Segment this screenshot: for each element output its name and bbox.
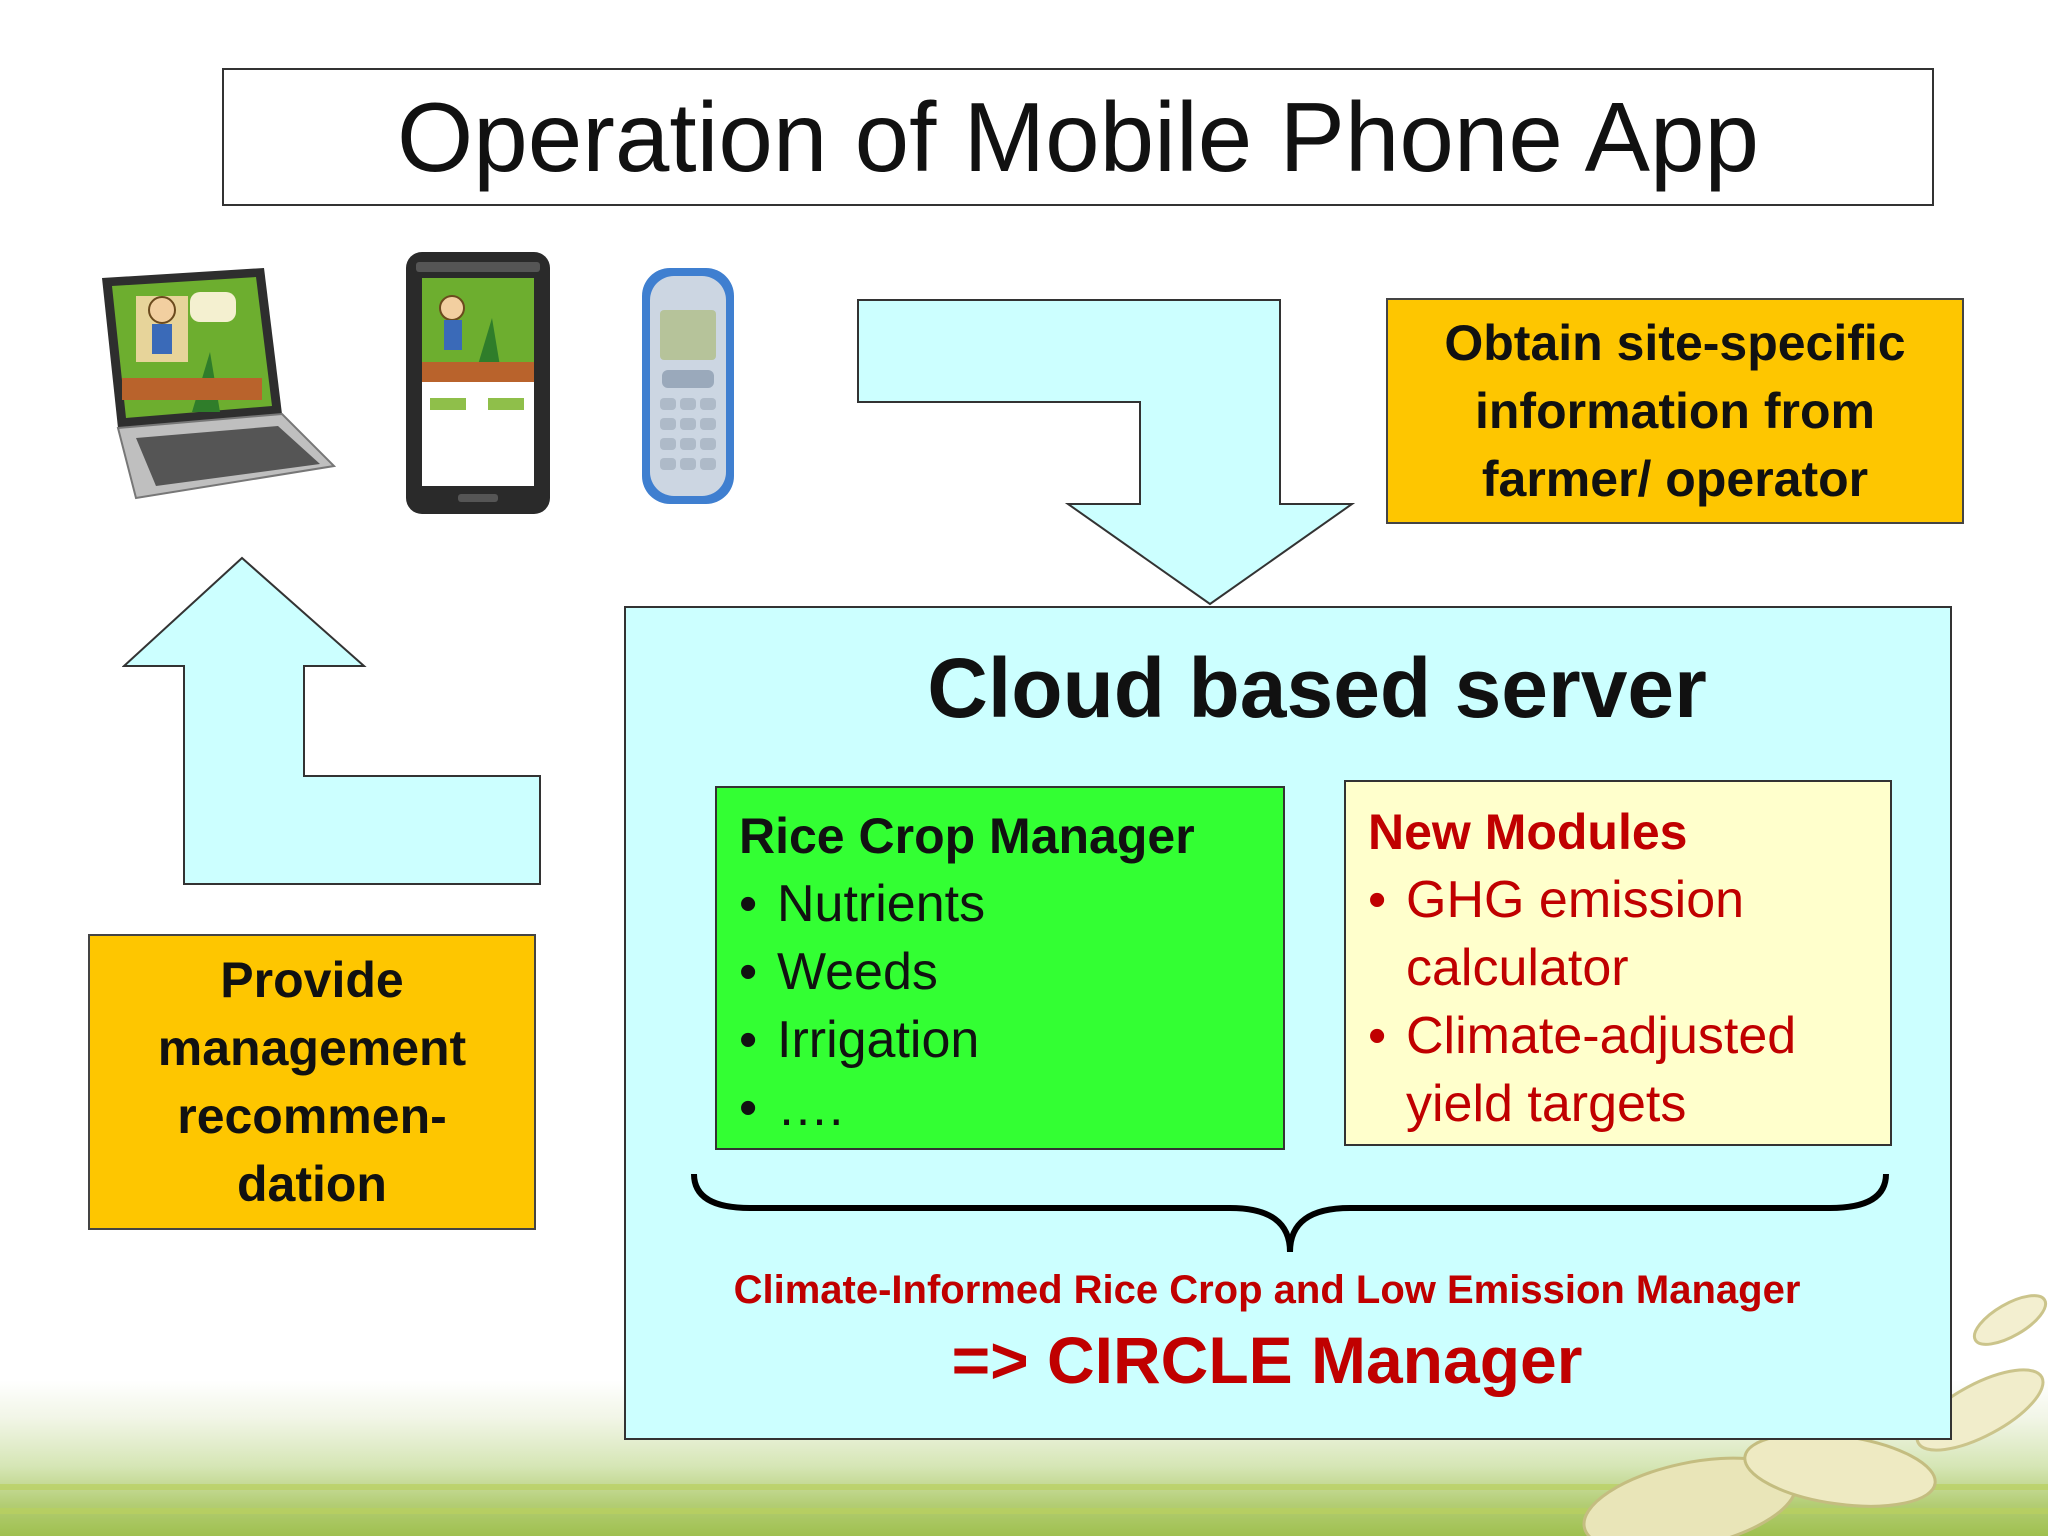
- obtain-line: information from: [1475, 383, 1875, 439]
- arrow-down-to-cloud: [857, 299, 1356, 606]
- list-item: Nutrients: [739, 870, 1283, 938]
- list-item: ….: [739, 1074, 1283, 1142]
- rice-crop-manager-box: Rice Crop Manager Nutrients Weeds Irriga…: [715, 786, 1285, 1150]
- title-box: Operation of Mobile Phone App: [222, 68, 1934, 206]
- provide-line: recommen-: [177, 1088, 447, 1144]
- list-item: Weeds: [739, 938, 1283, 1006]
- cloud-server-title: Cloud based server: [927, 641, 1707, 735]
- provide-line: Provide: [220, 952, 404, 1008]
- arrow-up-to-devices: [122, 556, 541, 885]
- obtain-line: Obtain site-specific: [1444, 315, 1906, 371]
- new-modules-box: New Modules GHG emission calculator Clim…: [1344, 780, 1892, 1146]
- tablet-icon: [406, 252, 550, 514]
- rice-crop-manager-heading: Rice Crop Manager: [739, 808, 1195, 864]
- list-item: Irrigation: [739, 1006, 1283, 1074]
- provide-line: dation: [237, 1156, 387, 1212]
- laptop-icon: [102, 268, 336, 500]
- provide-line: management: [157, 1020, 467, 1076]
- circle-full-name: Climate-Informed Rice Crop and Low Emiss…: [733, 1268, 1801, 1312]
- circle-manager-name: => CIRCLE Manager: [951, 1323, 1583, 1397]
- list-item: GHG emission calculator: [1368, 866, 1890, 1002]
- new-modules-heading: New Modules: [1368, 804, 1688, 860]
- curly-brace: [691, 1173, 1889, 1253]
- mobile-phone-icon: [642, 268, 734, 504]
- new-modules-list: GHG emission calculator Climate-adjusted…: [1368, 866, 1890, 1138]
- page-title: Operation of Mobile Phone App: [396, 81, 1760, 192]
- rice-crop-manager-list: Nutrients Weeds Irrigation ….: [739, 870, 1283, 1142]
- list-item: Climate-adjusted yield targets: [1368, 1002, 1890, 1138]
- obtain-information-box: Obtain site-specific information from fa…: [1386, 298, 1964, 524]
- obtain-line: farmer/ operator: [1481, 451, 1869, 507]
- provide-recommendation-box: Provide management recommen- dation: [88, 934, 536, 1230]
